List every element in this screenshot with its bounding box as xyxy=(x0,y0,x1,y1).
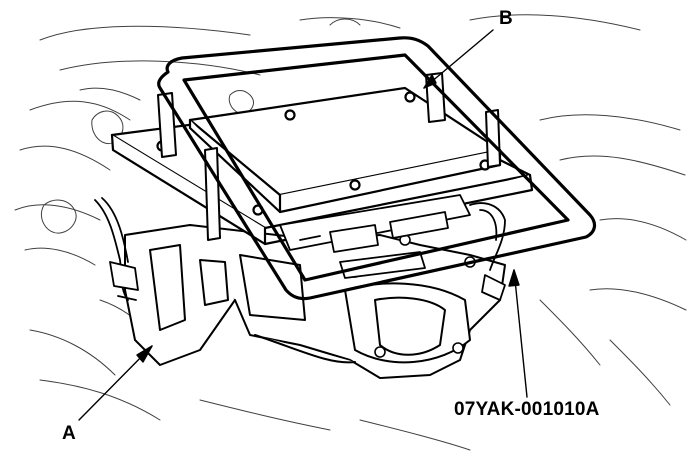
callout-label-a: A xyxy=(62,423,76,444)
support-posts xyxy=(157,72,501,241)
callout-label-b: B xyxy=(499,8,513,29)
control-module xyxy=(156,86,502,216)
background-engine-lines xyxy=(14,14,687,451)
tool-number-label: 07YAK-001010A xyxy=(454,399,600,420)
wiring-harness xyxy=(94,197,139,301)
lifting-frame xyxy=(157,36,597,301)
leader-lines xyxy=(78,29,528,421)
